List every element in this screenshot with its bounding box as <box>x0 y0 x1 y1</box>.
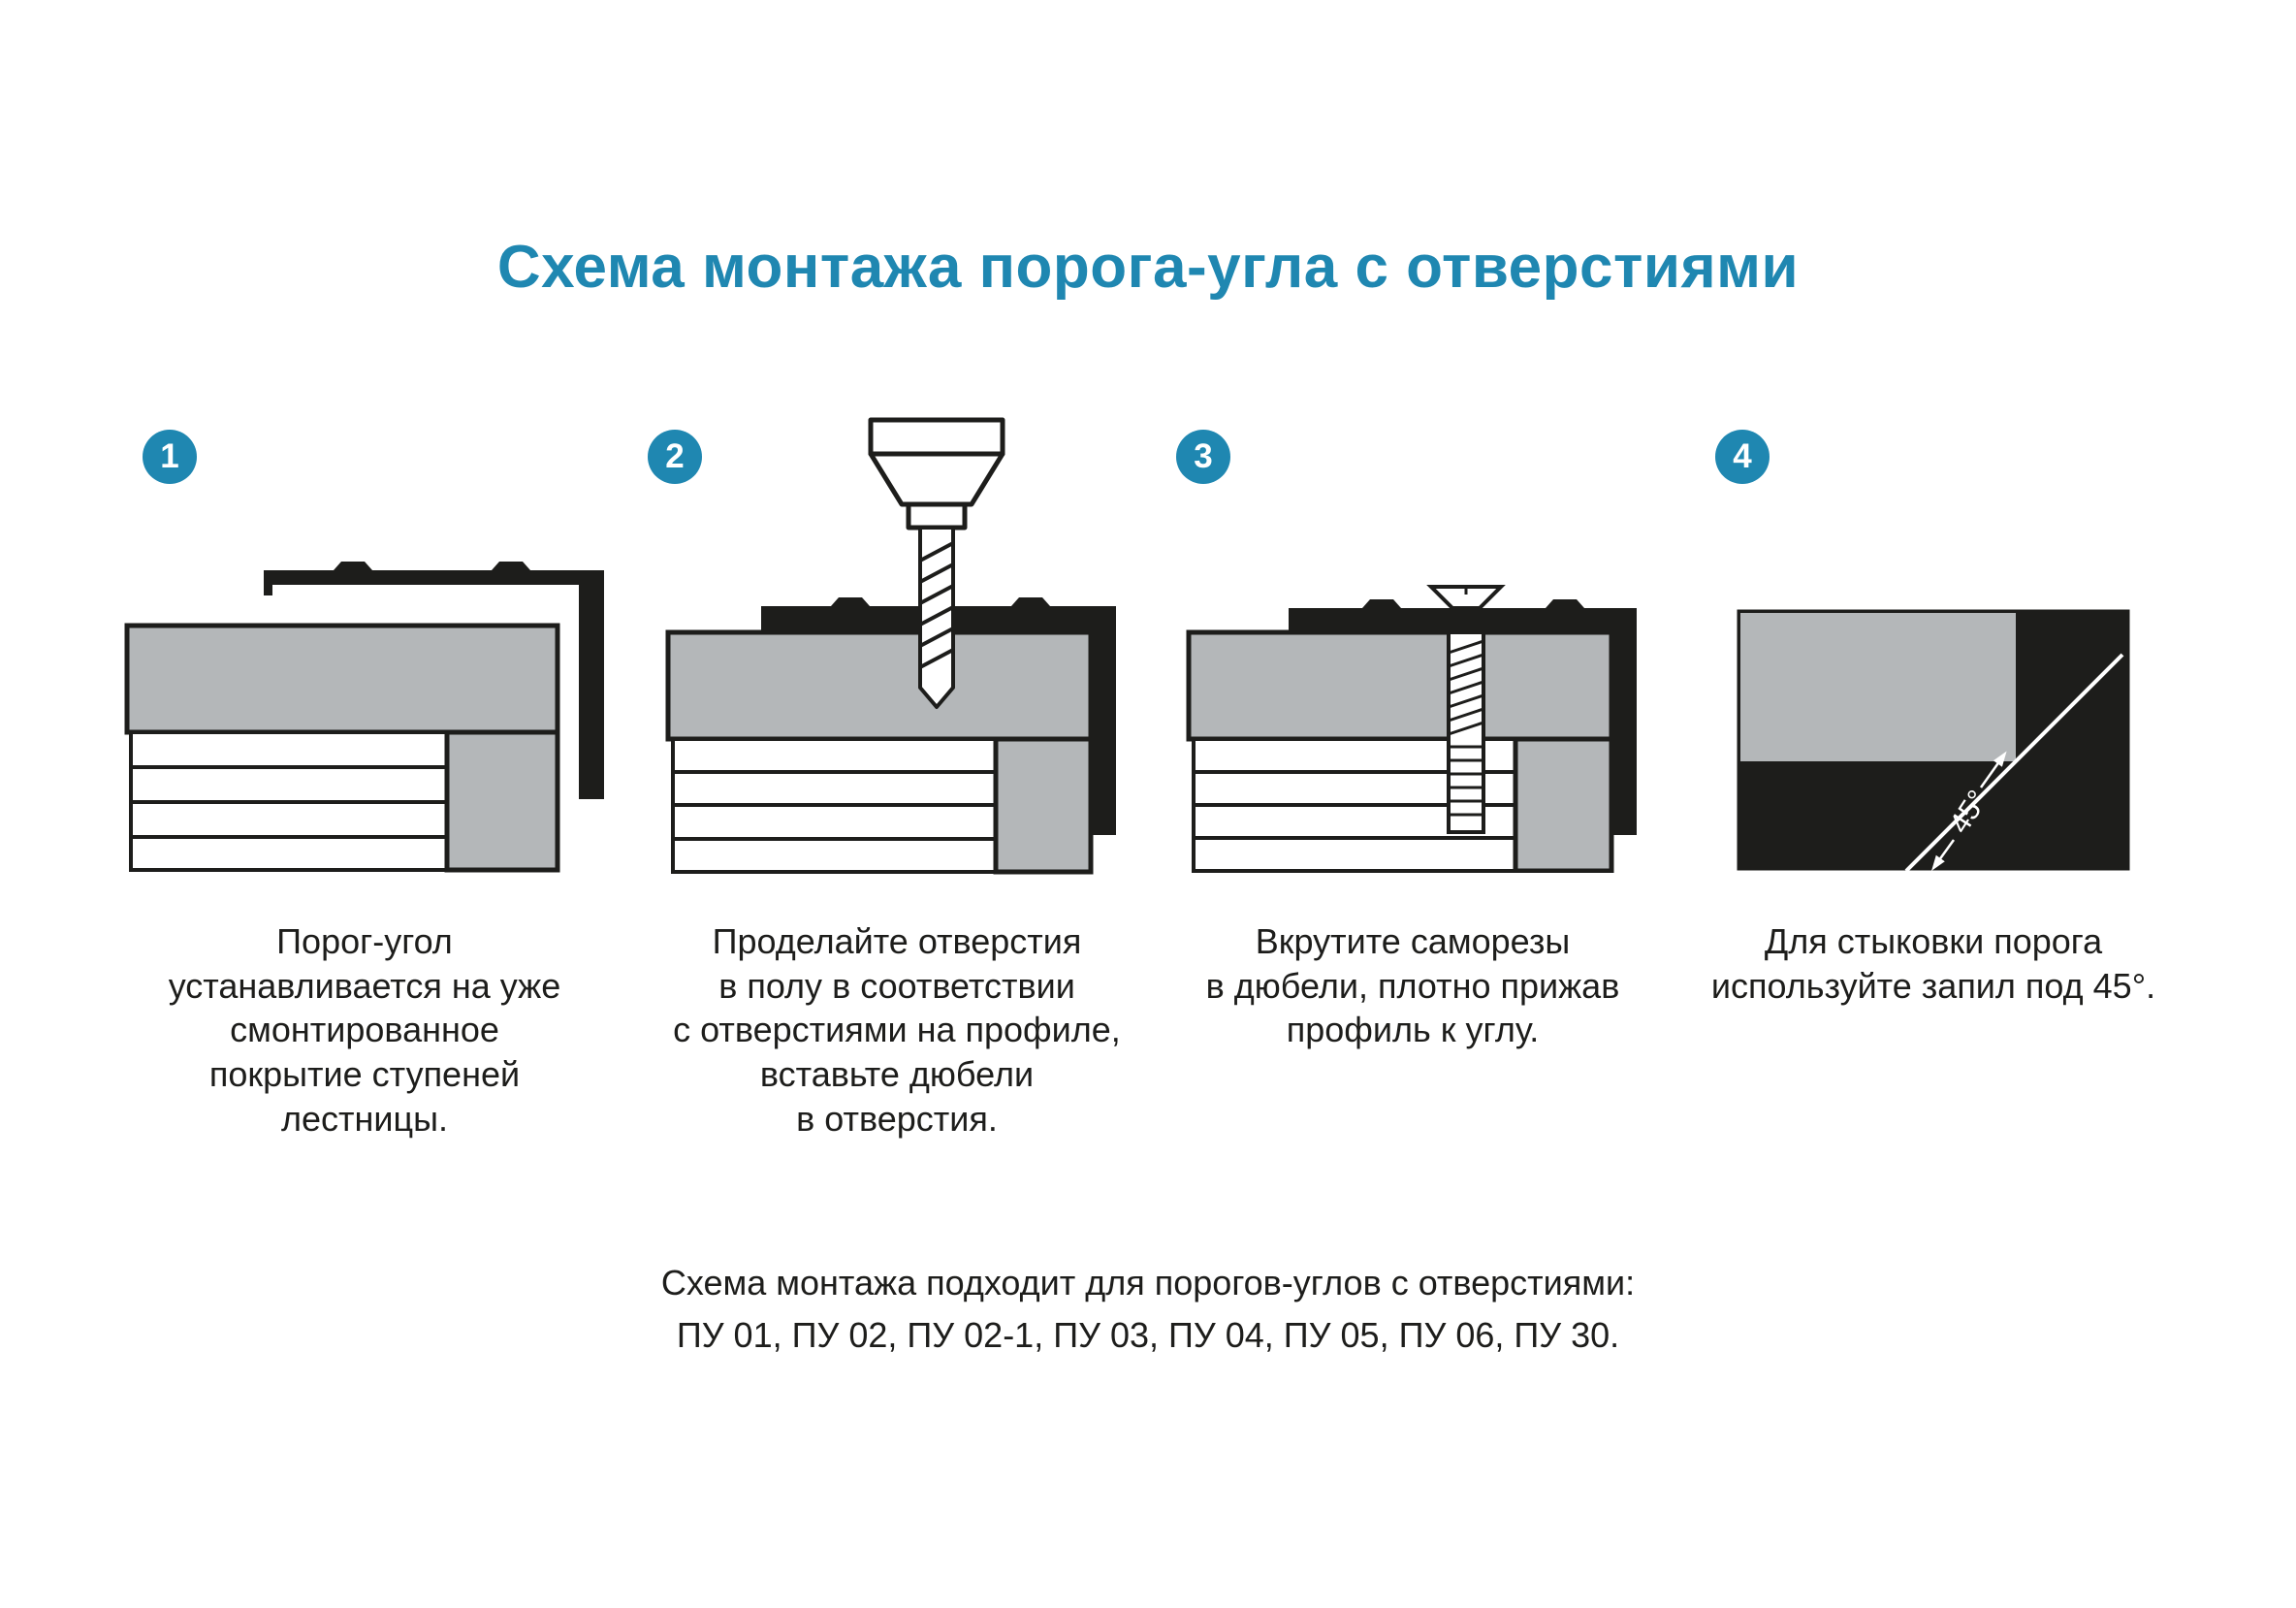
step-2-number: 2 <box>665 437 685 475</box>
step-3-caption: Вкрутите саморезы в дюбели, плотно прижа… <box>1205 921 1620 1050</box>
plank-layers <box>129 730 449 872</box>
step-3-number-badge: 3 <box>1176 430 1230 484</box>
step-2-illustration <box>664 415 1130 876</box>
step-2-caption: Проделайте отверстия в полу в соответств… <box>673 921 1121 1139</box>
step-edge-block <box>444 729 560 873</box>
step-4-number-badge: 4 <box>1715 430 1770 484</box>
step-1-illustration <box>122 555 607 875</box>
screw-head <box>1426 585 1506 610</box>
step-edge-block <box>993 736 1094 875</box>
drill <box>868 417 1005 709</box>
dowel-ribs <box>1449 745 1483 817</box>
step-3-number: 3 <box>1194 437 1213 475</box>
step-1-number-badge: 1 <box>143 430 197 484</box>
plank-layers <box>671 737 998 874</box>
step-covering <box>124 623 560 735</box>
step-4-caption: Для стыковки порога используйте запил по… <box>1710 921 2156 1006</box>
dowel-and-screw <box>1426 585 1506 834</box>
step-1-drawing <box>124 562 604 873</box>
floor-covering <box>665 629 1094 742</box>
step-4-illustration: 45° <box>1735 607 2132 873</box>
step-4-number: 4 <box>1733 437 1752 475</box>
page-title: Схема монтажа порога-угла с отверстиями <box>496 234 1800 301</box>
corner-profile <box>264 562 604 799</box>
step-3-illustration <box>1185 577 1641 873</box>
miter-line <box>1904 653 2124 873</box>
floor-covering <box>1186 629 1614 742</box>
corner-profile <box>1289 599 1637 835</box>
drill-bit <box>918 526 955 709</box>
step-1-caption: Порог-угол устанавливается на уже смонти… <box>168 921 561 1139</box>
step-2-number-badge: 2 <box>648 430 702 484</box>
step-3-drawing <box>1186 585 1637 873</box>
step-1-number: 1 <box>160 437 179 475</box>
screw-thread <box>1448 639 1484 736</box>
profile-top-view <box>1740 613 2016 761</box>
step-2-drawing <box>665 417 1116 875</box>
step-4-drawing: 45° <box>1737 609 2130 873</box>
step-edge-block <box>1513 736 1614 873</box>
footer-note: Схема монтажа подходит для порогов-углов… <box>660 1263 1636 1355</box>
